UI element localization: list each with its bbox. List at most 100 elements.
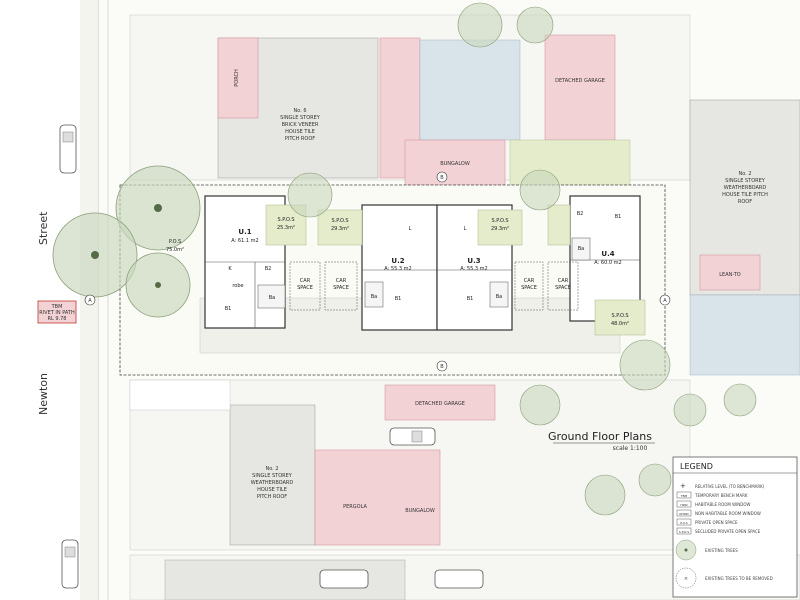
car-space-u3-label-2: SPACE xyxy=(521,285,537,291)
unit-1-area: A: 61.1 m2 xyxy=(231,238,258,244)
north-neighbor-line-5: PITCH ROOF xyxy=(285,136,315,142)
u3-living: L xyxy=(464,226,467,232)
north-secluded-pos-2 xyxy=(509,139,631,186)
legend-item-pos: PRIVATE OPEN SPACE xyxy=(695,520,738,525)
car-space-u1-label: CAR xyxy=(300,278,311,284)
unit-4-spos-area: 48.0m² xyxy=(611,321,629,327)
east-neighbor-line-3: WEATHERBOARD xyxy=(724,185,767,191)
north-secluded-pos xyxy=(419,39,521,141)
south-driveway xyxy=(129,379,231,411)
unit-1-spos-area: 25.3m² xyxy=(277,225,295,231)
u2-bed1: B1 xyxy=(395,296,402,302)
unit-4-spos: S.P.O.S xyxy=(611,313,628,319)
u3-bath: Ba xyxy=(496,294,503,300)
unit-3-spos: S.P.O.S xyxy=(491,218,508,224)
east-neighbor-line-4: HOUSE TILE PITCH xyxy=(722,192,768,198)
street-car-south xyxy=(61,539,79,589)
u1-kitchen: K xyxy=(228,266,232,272)
legend-item-spos: SECLUDED PRIVATE OPEN SPACE xyxy=(695,529,761,534)
svg-text:A: A xyxy=(663,298,667,304)
north-porch xyxy=(217,37,259,119)
bottom-house xyxy=(164,559,406,600)
u4-bed1: B1 xyxy=(615,214,622,220)
unit-2-area: A: 55.3 m2 xyxy=(384,266,411,272)
east-neighbor-line-1: No. 2 xyxy=(738,171,751,177)
car-space-u2 xyxy=(324,261,358,311)
north-neighbor-line-2: SINGLE STOREY xyxy=(280,115,321,121)
north-bungalow xyxy=(404,139,506,186)
plan-scale: scale 1:100 xyxy=(613,445,648,452)
legend-item-trees-removed: EXISTING TREES TO BE REMOVED xyxy=(705,576,773,581)
u4-bath: Ba xyxy=(578,246,585,252)
east-lean-to xyxy=(699,254,761,291)
legend-item-rl: RELATIVE LEVEL (TO BENCHMARK) xyxy=(695,484,765,489)
legend-item-hrw: HABITABLE ROOM WINDOW xyxy=(695,502,750,507)
south-neighbor-line-2: SINGLE STOREY xyxy=(252,473,293,479)
legend-rl-symbol: + xyxy=(680,482,686,490)
legend-code-nhrw: NHRW xyxy=(679,512,688,516)
east-neighbor-line-2: SINGLE STOREY xyxy=(725,178,766,184)
south-lot-car xyxy=(389,427,436,446)
u4-bed2: B2 xyxy=(577,211,584,217)
north-garage-label: DETACHED GARAGE xyxy=(555,78,605,84)
car-space-u1 xyxy=(289,261,321,311)
north-neighbor-line-1: No. 6 xyxy=(293,108,306,114)
unit-2-spos: S.P.O.S xyxy=(331,218,348,224)
legend-tree-removed-icon xyxy=(675,567,697,589)
south-pergola-label: PERGOLA xyxy=(343,504,367,510)
north-porch-label: PORCH xyxy=(234,69,240,87)
street-car-north xyxy=(59,124,77,174)
plan-title: Ground Floor Plans xyxy=(548,430,652,443)
south-bungalow xyxy=(314,449,441,546)
legend: LEGEND RELATIVE LEVEL (TO BENCHMARK) + T… xyxy=(672,456,798,598)
unit-3-name: U.3 xyxy=(467,257,480,265)
unit-4 xyxy=(547,195,646,336)
legend-code-hrw: HRW xyxy=(680,503,687,507)
south-neighbor-line-1: No. 2 xyxy=(265,466,278,472)
unit-3-area: A: 55.3 m2 xyxy=(460,266,487,272)
legend-title: LEGEND xyxy=(680,462,713,471)
car-space-u4-label-2: SPACE xyxy=(555,285,571,291)
u2-living: L xyxy=(409,226,412,232)
street-name-street: Street xyxy=(37,211,50,245)
u1-bed1: B1 xyxy=(225,306,232,312)
south-neighbor-line-5: PITCH ROOF xyxy=(257,494,287,500)
pos-label: P.O.S xyxy=(169,239,181,245)
u1-bath: Ba xyxy=(269,295,276,301)
east-lean-to-label: LEAN-TO xyxy=(719,272,741,278)
car-space-u3 xyxy=(514,261,544,311)
unit-2-name: U.2 xyxy=(391,257,404,265)
svg-text:B: B xyxy=(440,175,444,181)
svg-text:×: × xyxy=(684,576,688,582)
south-detached-garage xyxy=(384,384,496,421)
south-neighbor-line-4: HOUSE TILE xyxy=(257,487,287,493)
car-space-u2-label-2: SPACE xyxy=(333,285,349,291)
legend-code-tbm: TBM xyxy=(680,494,688,498)
unit-1-name: U.1 xyxy=(238,228,251,236)
unit-4-area: A: 60.0 m2 xyxy=(594,260,621,266)
unit-1 xyxy=(204,195,307,329)
u1-bed2: B2 xyxy=(265,266,272,272)
tbm-line-3: RL 9.78 xyxy=(48,316,67,322)
unit-4-name: U.4 xyxy=(601,250,614,258)
pos-area: 75.0m² xyxy=(166,247,184,253)
south-garage-label: DETACHED GARAGE xyxy=(415,401,465,407)
north-bungalow-label: BUNGALOW xyxy=(440,161,470,167)
u3-bed1: B1 xyxy=(467,296,474,302)
north-neighbor-line-3: BRICK VENEER xyxy=(282,122,319,128)
u2-bath: Ba xyxy=(371,294,378,300)
car-space-u2-label: CAR xyxy=(336,278,347,284)
south-bungalow-label: BUNGALOW xyxy=(405,508,435,514)
car-space-u4-label: CAR xyxy=(558,278,569,284)
street-name-newton: Newton xyxy=(37,373,50,415)
car-space-u3-label: CAR xyxy=(524,278,535,284)
unit-3-spos-area: 29.3m² xyxy=(491,226,509,232)
car-space-u4 xyxy=(547,261,579,311)
unit-2 xyxy=(317,204,438,331)
unit-1-spos: S.P.O.S xyxy=(277,217,294,223)
section-marker-a-east: A xyxy=(659,294,671,306)
tbm-line-1: TBM xyxy=(51,304,63,310)
svg-text:B: B xyxy=(440,364,444,370)
svg-text:A: A xyxy=(88,298,92,304)
